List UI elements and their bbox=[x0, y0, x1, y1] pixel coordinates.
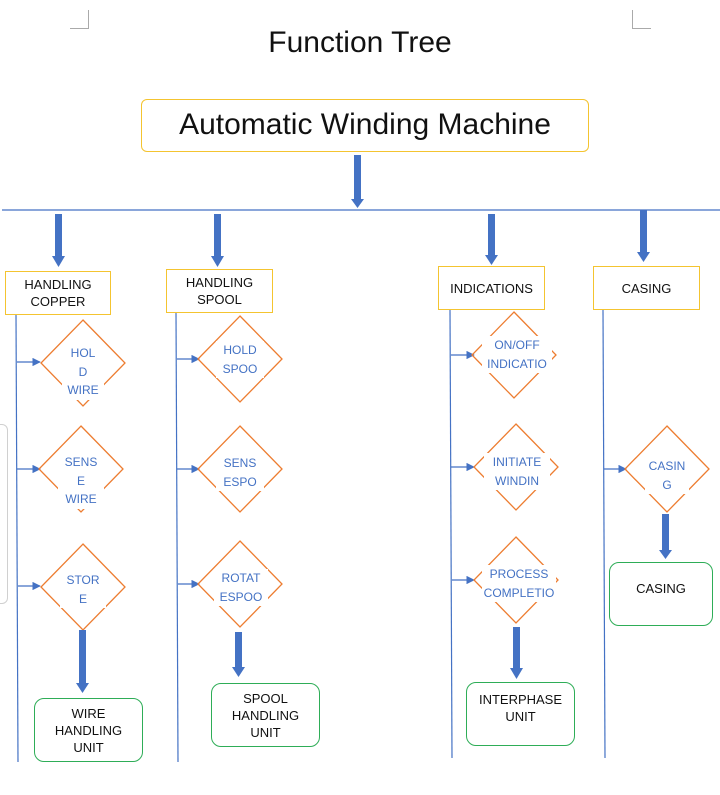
function-indications-2: INITIATE WINDIN bbox=[484, 453, 550, 490]
unit-arrow-casing bbox=[659, 514, 672, 559]
diamond-copper-2 bbox=[38, 425, 124, 513]
function-indications-1: ON/OFF INDICATIO bbox=[482, 336, 552, 373]
spine-indications bbox=[449, 309, 453, 759]
diamond-spool-1 bbox=[197, 315, 283, 403]
function-casing-1: CASIN G bbox=[645, 457, 689, 494]
spine-casing bbox=[602, 309, 606, 759]
diagram-title: Function Tree bbox=[268, 26, 452, 59]
unit-wire-handling: WIRE HANDLING UNIT bbox=[34, 698, 143, 762]
category-indications: INDICATIONS bbox=[438, 266, 545, 310]
unit-interphase: INTERPHASE UNIT bbox=[466, 682, 575, 746]
unit-arrow-copper bbox=[76, 630, 89, 693]
function-copper-2: SENS E WIRE bbox=[58, 453, 104, 509]
page-left-edge bbox=[0, 424, 8, 604]
diamond-casing-1 bbox=[624, 425, 710, 513]
category-casing: CASING bbox=[593, 266, 700, 310]
unit-arrow-spool bbox=[232, 632, 245, 677]
function-spool-3: ROTAT ESPOO bbox=[214, 569, 268, 606]
bus-arrow-spool bbox=[211, 214, 224, 267]
diamond-copper-1 bbox=[40, 319, 126, 407]
unit-arrow-indications bbox=[510, 627, 523, 679]
function-spool-1: HOLD SPOO bbox=[216, 341, 264, 378]
bus-arrow-indications bbox=[485, 214, 498, 265]
diamond-indications-2 bbox=[473, 423, 559, 511]
category-handling-copper: HANDLING COPPER bbox=[5, 271, 111, 315]
unit-casing: CASING bbox=[609, 562, 713, 626]
root-node: Automatic Winding Machine bbox=[141, 99, 589, 152]
bus-arrow-casing bbox=[637, 210, 650, 262]
spine-spool bbox=[175, 311, 179, 763]
page-corner-mark-right bbox=[632, 10, 651, 29]
diamond-spool-3 bbox=[197, 540, 283, 628]
unit-spool-handling: SPOOL HANDLING UNIT bbox=[211, 683, 320, 747]
root-down-arrow bbox=[351, 155, 364, 208]
function-spool-2: SENS ESPO bbox=[216, 454, 264, 491]
diamond-spool-2 bbox=[197, 425, 283, 513]
function-copper-3: STOR E bbox=[60, 571, 106, 608]
function-copper-1: HOL D WIRE bbox=[62, 344, 104, 400]
page-corner-mark-left bbox=[70, 10, 89, 29]
spine-copper bbox=[15, 313, 19, 763]
bus-arrow-copper bbox=[52, 214, 65, 267]
category-handling-spool: HANDLING SPOOL bbox=[166, 269, 273, 313]
function-indications-3: PROCESS COMPLETIO bbox=[482, 565, 556, 602]
